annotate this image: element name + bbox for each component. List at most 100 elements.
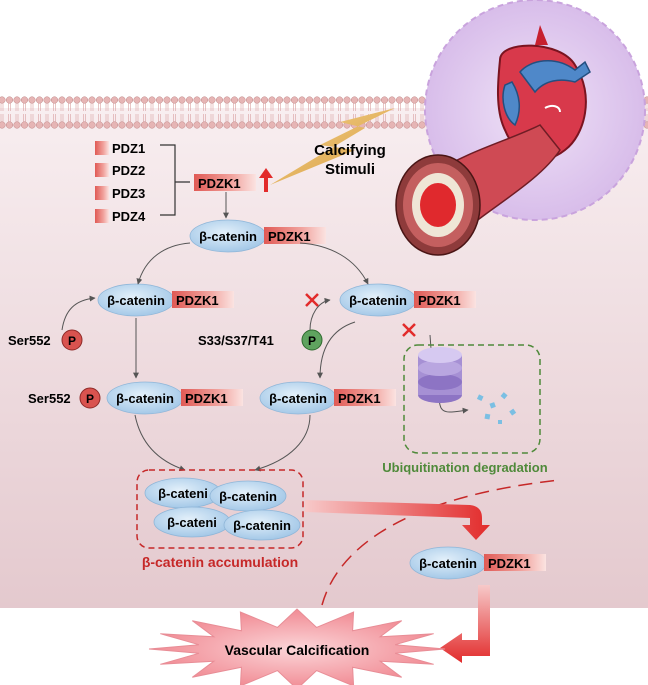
accum-catenin-shape-4 <box>223 509 301 541</box>
complex-top-pdzk1-block <box>264 227 326 244</box>
lipid-tail <box>30 103 34 111</box>
phosphate-p-3: P <box>86 392 94 406</box>
complex-right-lower-catenin-label: β-catenin <box>269 391 327 406</box>
lipid-tail <box>8 114 11 122</box>
lipid-head <box>43 121 51 129</box>
accumulation-label: β-catenin accumulation <box>142 554 298 570</box>
lipid-head <box>290 121 299 129</box>
lipid-head <box>95 96 104 104</box>
lipid-tail <box>233 114 236 122</box>
lipid-head <box>140 121 149 129</box>
lipid-head <box>365 121 374 129</box>
lipid-head <box>245 96 254 104</box>
lipid-tail <box>188 103 191 111</box>
lipid-head <box>155 121 164 129</box>
lipid-head <box>253 121 261 129</box>
lipid-head <box>185 121 194 129</box>
complex-nucleus-pdzk1-label: PDZK1 <box>488 556 531 571</box>
lipid-tail <box>330 103 334 111</box>
lipid-tail <box>180 114 184 122</box>
lipid-tail <box>255 114 259 122</box>
arrow-s33-phospho <box>309 297 331 331</box>
lipid-tail <box>0 103 4 111</box>
ubiquitination-box <box>403 344 541 454</box>
lipid-head <box>298 121 306 129</box>
lipid-tail <box>338 103 341 111</box>
lipid-tail <box>338 114 341 122</box>
lipid-head <box>313 96 321 104</box>
lipid-head <box>103 96 111 104</box>
lipid-tail <box>15 103 19 111</box>
ser552-label-2: Ser552 <box>28 391 71 406</box>
lipid-tail <box>98 114 101 122</box>
nuclear-membrane-arc <box>321 479 561 606</box>
lipid-tail <box>83 114 86 122</box>
lipid-head <box>170 96 179 104</box>
lipid-tail <box>203 103 206 111</box>
lipid-head <box>410 121 419 129</box>
lipid-tail <box>248 114 251 122</box>
lipid-head <box>58 121 66 129</box>
lipid-head <box>380 121 389 129</box>
lipid-head <box>260 121 269 129</box>
lipid-tail <box>158 114 161 122</box>
phosphate-icon-ser552-2 <box>79 387 101 409</box>
arrow-right-down <box>317 321 356 379</box>
lipid-tail <box>90 103 94 111</box>
lipid-head <box>268 96 276 104</box>
lipid-tail <box>270 103 274 111</box>
lipid-tail <box>383 103 386 111</box>
complex-nucleus-pdzk1-block <box>484 554 546 571</box>
lipid-head <box>65 96 74 104</box>
lipid-head <box>148 96 156 104</box>
complex-top-catenin-label: β-catenin <box>199 229 257 244</box>
upregulation-arrow-icon <box>259 168 273 192</box>
lipid-head <box>313 121 321 129</box>
lipid-tail <box>645 103 648 111</box>
complex-right-catenin-label: β-catenin <box>349 293 407 308</box>
lipid-tail <box>83 103 86 111</box>
lipid-tail <box>645 114 648 122</box>
calcification-starburst <box>148 608 446 685</box>
lipid-tail <box>135 103 139 111</box>
accum-catenin-label-2: β-catenin <box>219 489 277 504</box>
lipid-head <box>35 96 44 104</box>
lipid-tail <box>150 114 154 122</box>
arrow-right-to-accumulation <box>254 414 311 472</box>
lipid-head <box>88 96 96 104</box>
lipid-tail <box>53 114 56 122</box>
lipid-tail <box>300 103 304 111</box>
lipid-tail <box>248 103 251 111</box>
lipid-tail <box>0 114 4 122</box>
peptide-fragments-icon <box>476 392 517 424</box>
lipid-tail <box>113 103 116 111</box>
lipid-tail <box>143 103 146 111</box>
lipid-tail <box>293 103 296 111</box>
lipid-tail <box>345 103 349 111</box>
complex-top-pdzk1-label: PDZK1 <box>268 229 311 244</box>
lipid-tail <box>383 114 386 122</box>
lipid-tail <box>15 114 19 122</box>
lipid-tail <box>278 103 281 111</box>
lipid-head <box>343 96 351 104</box>
lipid-tail <box>90 114 94 122</box>
lipid-head <box>193 121 201 129</box>
lipid-tail <box>270 114 274 122</box>
lipid-head <box>200 96 209 104</box>
accum-catenin-label-3: β-cateni <box>167 515 217 530</box>
lipid-tail <box>285 114 289 122</box>
ser552-label-1: Ser552 <box>8 333 51 348</box>
lipid-tail <box>278 114 281 122</box>
lipid-head <box>163 121 171 129</box>
lipid-tail <box>60 103 64 111</box>
pdz1-label: PDZ1 <box>112 141 145 156</box>
pdz4-label: PDZ4 <box>112 209 146 224</box>
lipid-head <box>20 96 29 104</box>
lipid-tail <box>315 114 319 122</box>
lipid-tail <box>120 114 124 122</box>
pdzk1-top-block <box>194 174 256 191</box>
lightning-bolt-icon <box>270 108 395 185</box>
